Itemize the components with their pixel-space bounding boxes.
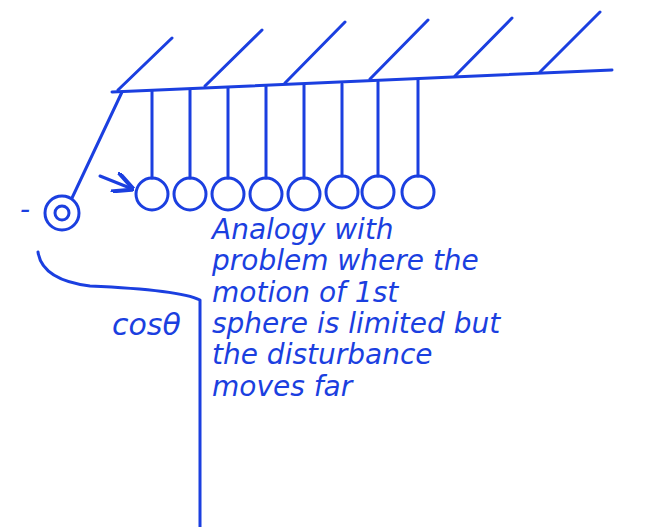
bracket-line [38, 252, 200, 527]
impact-arrow [100, 176, 130, 188]
note-text: Analogy with problem where the motion of… [212, 214, 502, 402]
pendulum-strings [152, 80, 418, 178]
sphere-inner [55, 206, 69, 220]
sign-mark: - [20, 194, 30, 225]
ceiling-hatch [118, 12, 600, 90]
displaced-sphere [45, 196, 79, 230]
pendulum-string [341, 84, 344, 176]
formula-label: cosθ [112, 308, 181, 342]
support-bar [112, 70, 612, 92]
spheres [136, 176, 434, 210]
